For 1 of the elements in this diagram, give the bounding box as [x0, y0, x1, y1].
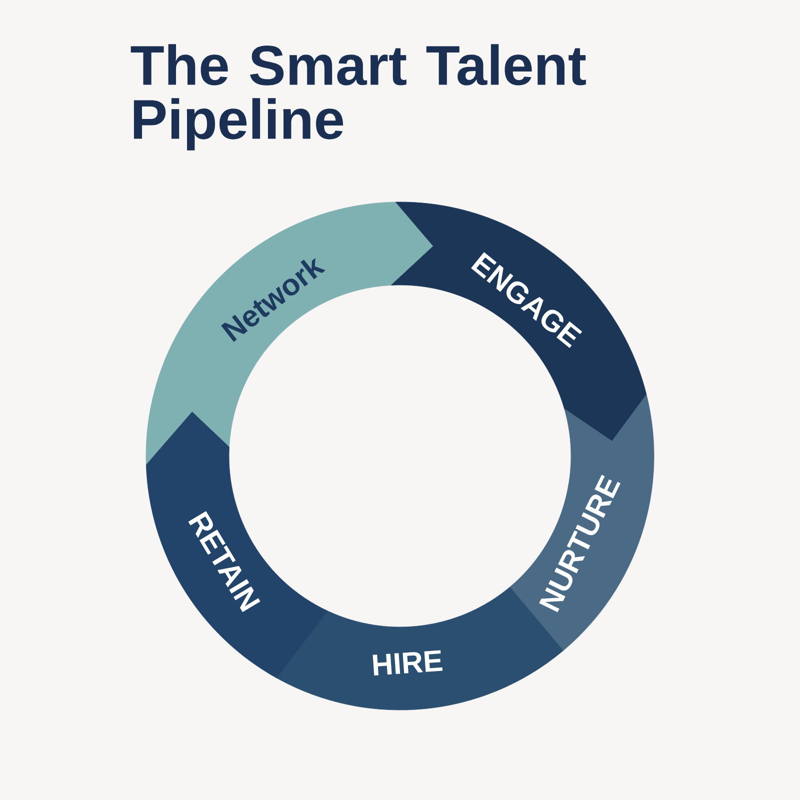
title: The Smart Talent Pipeline: [130, 44, 586, 150]
